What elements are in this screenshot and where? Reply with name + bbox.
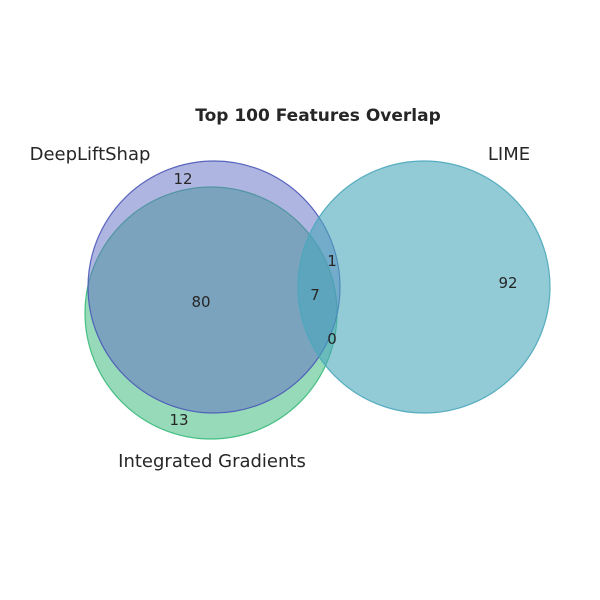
- region-lime-only: 92: [498, 274, 517, 292]
- set-label-lime: LIME: [488, 144, 530, 165]
- circle-lime: [297, 160, 551, 414]
- region-deepliftshap-and-lime: 1: [327, 252, 337, 270]
- region-lime-and-integrated-gradients: 0: [327, 330, 337, 348]
- chart-title: Top 100 Features Overlap: [195, 106, 441, 126]
- set-label-integrated-gradients: Integrated Gradients: [118, 451, 306, 472]
- region-deepliftshap-and-integrated-gradients: 80: [191, 293, 210, 311]
- region-all-three: 7: [310, 286, 320, 304]
- region-integrated-gradients-only: 13: [169, 411, 188, 429]
- region-deepliftshap-only: 12: [173, 170, 192, 188]
- set-label-deepliftshap: DeepLiftShap: [30, 144, 151, 165]
